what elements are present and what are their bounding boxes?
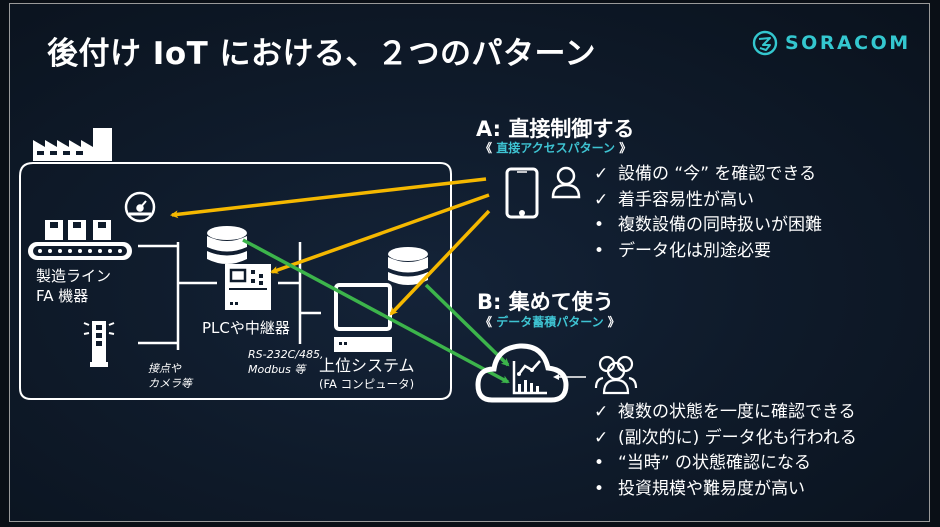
soracom-logo-icon [752,30,778,56]
arrow-to-computer [389,209,491,316]
point-text: (副次的に) データ化も行われる [618,427,857,448]
data-collection-arrows [242,238,510,384]
pattern-b-subtitle-text: データ蓄積パターン [496,315,604,329]
check-icon: ✓ [594,189,609,210]
bullet-icon: • [594,240,605,261]
list-item: • “当時” の状態確認になる [594,451,857,477]
wiring [138,242,321,350]
page-title: 後付け IoT における、２つのパターン [47,36,597,72]
label-contacts-1: 接点や [148,362,181,375]
label-serial-2: Modbus 等 [248,363,306,376]
pattern-a-points: ✓設備の “今” を確認できる ✓着手容易性が高い •複数設備の同時扱いが困難 … [594,162,822,264]
pattern-a-subtitle-text: 直接アクセスパターン [496,141,616,155]
point-text: 着手容易性が高い [618,189,754,210]
pattern-b-points: ✓ 複数の状態を一度に確認できる ✓ (副次的に) データ化も行われる • “当時” … [594,400,857,502]
label-upper-2: (FA コンピュータ) [319,377,415,391]
point-text: データ化は別途必要 [618,240,771,261]
factory-icon [33,128,112,161]
label-line-2: FA 機器 [36,287,89,305]
bracket-open: 《 [480,315,493,329]
check-icon: ✓ [594,164,609,184]
list-item: • 投資規模や難易度が高い [594,477,857,503]
arrow-plc-to-cloud [242,238,510,384]
label-manufacturing-line: 製造ライン FA 機器 [36,266,111,306]
point-text: 投資規模や難易度が高い [618,478,805,499]
label-contacts-camera: 接点や カメラ等 [148,361,192,391]
label-contacts-2: カメラ等 [148,377,192,390]
bracket-open: 《 [480,141,493,155]
check-icon: ✓ [594,427,609,448]
point-text: “当時” の状態確認になる [618,453,812,473]
pattern-b-subtitle: 《 データ蓄積パターン 》 [480,313,620,330]
list-item: ✓ 複数の状態を一度に確認できる [594,400,857,426]
gauge-icon [124,191,156,223]
list-item: ✓ 着手容易性が高い [594,188,822,214]
label-upper-1: 上位システム [319,356,415,375]
plc-icon [225,264,271,310]
label-serial-1: RS-232C/485, [248,348,324,361]
smartphone-icon [505,167,539,219]
arrow-to-gauge [170,177,487,219]
list-item: ✓ (副次的に) データ化も行われる [594,426,857,452]
arrow-upper-to-cloud [424,283,510,367]
label-serial: RS-232C/485, Modbus 等 [248,347,323,377]
pattern-b-title: B: 集めて使う [477,290,614,314]
soracom-logo: SORACOM [752,30,911,56]
cloud-analytics-icon [475,343,569,403]
database-icon [388,247,428,285]
slide [9,3,930,522]
user-icon [551,166,581,199]
pattern-a-subtitle: 《 直接アクセスパターン 》 [480,139,631,156]
factory-boundary [19,162,452,400]
point-text: 複数の状態を一度に確認できる [618,402,856,422]
list-item: • データ化は別途必要 [594,239,822,265]
check-icon: ✓ [594,402,609,422]
list-item: ✓ 設備の “今” を確認できる [594,162,822,188]
label-plc: PLCや中継器 [202,319,290,337]
point-text: 複数設備の同時扱いが困難 [618,215,822,235]
pattern-a-title: A: 直接制御する [476,117,635,141]
label-upper-system: 上位システム (FA コンピュータ) [319,356,415,392]
label-line-1: 製造ライン [36,267,112,285]
bracket-close: 》 [607,315,620,329]
brand-name: SORACOM [785,32,911,54]
bracket-close: 》 [619,141,632,155]
arrow-to-plc [270,193,490,274]
list-item: • 複数設備の同時扱いが困難 [594,213,822,239]
bullet-icon: • [594,453,605,473]
database-icon [207,226,247,264]
users-group-icon [594,355,638,395]
bullet-icon: • [594,478,605,499]
direct-access-arrows [170,177,491,316]
signal-tower-icon [83,321,115,367]
conveyor-icon [28,220,132,260]
point-text: 設備の “今” を確認できる [618,164,817,184]
bullet-icon: • [594,215,605,235]
